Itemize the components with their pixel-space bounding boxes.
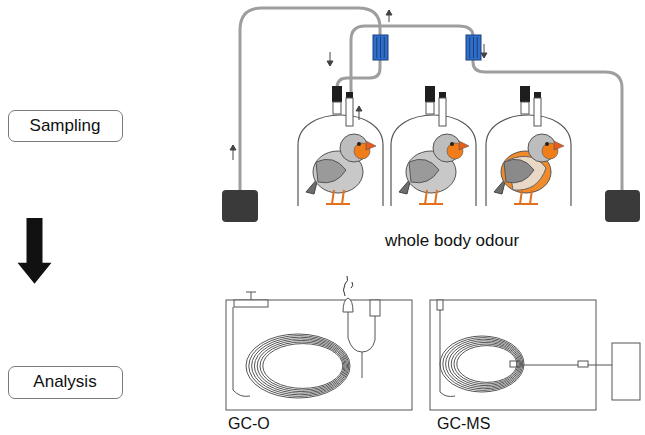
caption-label: GC-O bbox=[228, 415, 270, 433]
gc-o-instrument bbox=[226, 276, 412, 410]
caption-label: whole body odour bbox=[385, 231, 519, 251]
pumps bbox=[222, 190, 640, 222]
flow-arrow bbox=[18, 218, 52, 284]
stage-box: Analysis bbox=[8, 366, 123, 399]
filters bbox=[373, 35, 481, 60]
gc-ms-instrument bbox=[430, 300, 640, 410]
column-coil bbox=[440, 336, 524, 392]
stage-box: Sampling bbox=[8, 110, 123, 142]
column-coil bbox=[246, 334, 350, 398]
tubing bbox=[240, 8, 622, 190]
stage-label: Sampling bbox=[30, 116, 101, 136]
bell-jars bbox=[298, 86, 571, 206]
caption-label: GC-MS bbox=[437, 415, 490, 433]
stage-label: Analysis bbox=[33, 372, 96, 392]
